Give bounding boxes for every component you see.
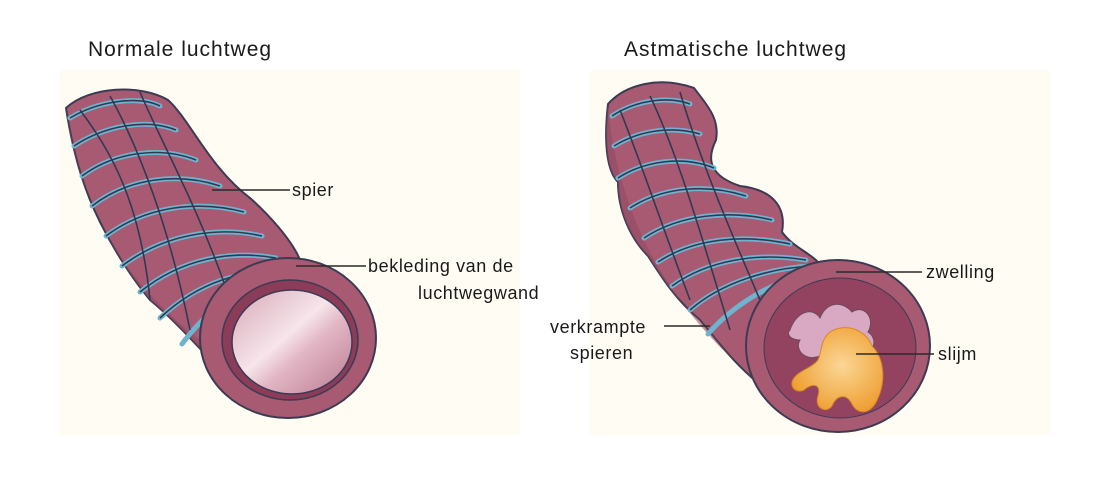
normal-airway [64,88,377,419]
mucus-label: slijm [938,344,977,364]
normal-airway-lumen [231,289,353,395]
lining-label-line2: luchtwegwand [418,283,540,303]
muscle-label: spier [292,180,335,200]
normal-airway-title: Normale luchtweg [88,38,273,61]
asthmatic-muscle-lines [611,91,813,331]
cramped-muscles-label-line1: verkrampte [550,317,647,337]
lining-label-line1: bekleding van de [368,256,514,276]
swelling-label: zwelling [926,262,995,282]
mucus-plug [791,327,884,413]
cramped-muscles-label-line2: spieren [570,343,634,363]
asthmatic-airway-title: Astmatische luchtweg [624,38,848,61]
normal-muscle-lines [69,91,291,331]
asthmatic-airway [605,81,931,433]
